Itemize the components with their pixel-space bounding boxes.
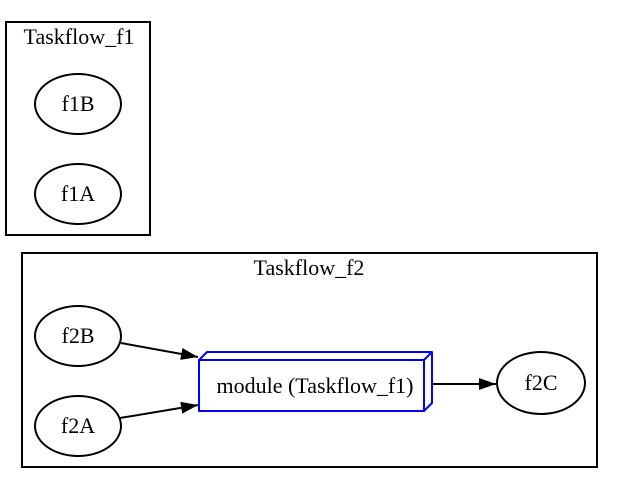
node-f1a-label: f1A (60, 181, 96, 206)
cluster-taskflow-f2 (21, 252, 598, 468)
node-module-label: module (Taskflow_f1) (216, 373, 414, 398)
node-f2a-label: f2A (60, 413, 96, 438)
edge-f2b-to-module (120, 342, 199, 360)
edge-f2a-to-module (119, 401, 199, 419)
cluster-taskflow-f2-title: Taskflow_f2 (253, 255, 365, 280)
cluster-taskflow-f1-title: Taskflow_f1 (23, 24, 135, 49)
node-f2a (34, 395, 122, 457)
node-f1b (34, 73, 122, 135)
cluster-taskflow-f1 (5, 21, 151, 236)
node-f2b-label: f2B (61, 323, 95, 348)
node-f1a (34, 163, 122, 225)
node-f2b (34, 305, 122, 367)
node-f2c-label: f2C (524, 370, 558, 395)
module-box3d (198, 351, 433, 412)
node-f2c (496, 351, 586, 415)
node-f1b-label: f1B (61, 91, 95, 116)
